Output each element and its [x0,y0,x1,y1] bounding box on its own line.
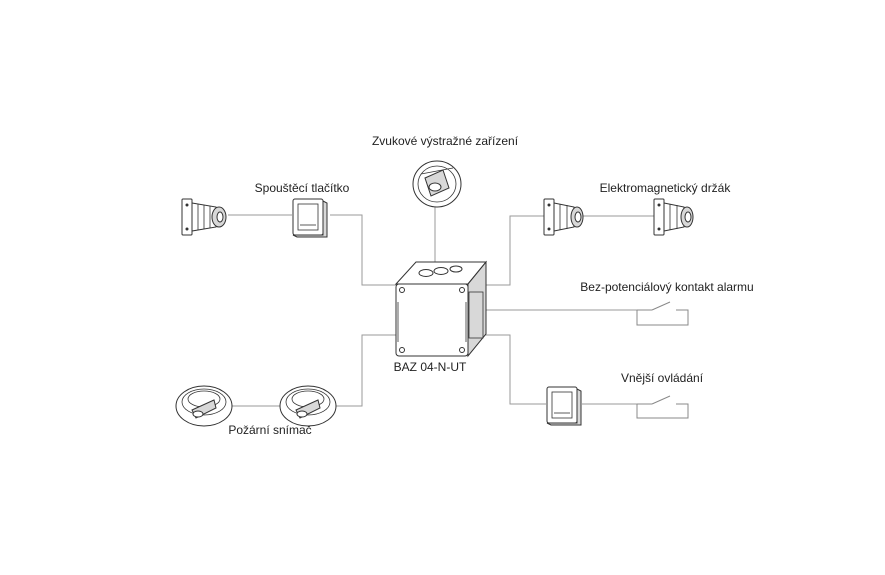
smoke-detector-icon [279,385,337,427]
magnet-holder-right-2 [653,198,694,236]
wire-unit-to-ext-button [485,334,546,405]
label-fire-detector: Požární snímač [228,423,311,437]
electromagnetic-holder-icon [653,198,694,236]
magnet-holder-left [181,198,227,236]
fire-detector-left [175,385,233,427]
wire-button-to-unit [330,214,398,286]
label-central-unit: BAZ 04-N-UT [394,360,467,374]
label-siren: Zvukové výstražné zařízení [372,134,519,148]
control-unit-box-icon [394,260,488,358]
external-control-contact [636,395,689,419]
central-unit [394,260,488,358]
relay-contact-device [636,301,689,326]
magnet-holder-right-1 [543,198,584,236]
switch-contact-icon [636,301,689,326]
smoke-detector-icon [175,385,233,427]
label-magnetic-holder: Elektromagnetický držák [600,181,732,195]
external-control-button [546,386,582,426]
wire-unit-to-magnet [485,215,545,286]
label-external-control: Vnější ovládání [621,371,704,385]
siren-icon [412,160,462,208]
label-trigger-button: Spouštěcí tlačítko [255,181,350,195]
label-relay-contact: Bez-potenciálový kontakt alarmu [580,280,753,294]
push-button-icon [292,198,328,238]
siren-device [412,160,462,208]
wire-unit-to-detector [333,334,398,407]
electromagnetic-holder-icon [543,198,584,236]
push-button-icon [546,386,582,426]
fire-detector-right [279,385,337,427]
switch-contact-icon [636,395,689,419]
trigger-button-device [292,198,328,238]
connection-wires [228,205,655,407]
electromagnetic-holder-icon [181,198,227,236]
